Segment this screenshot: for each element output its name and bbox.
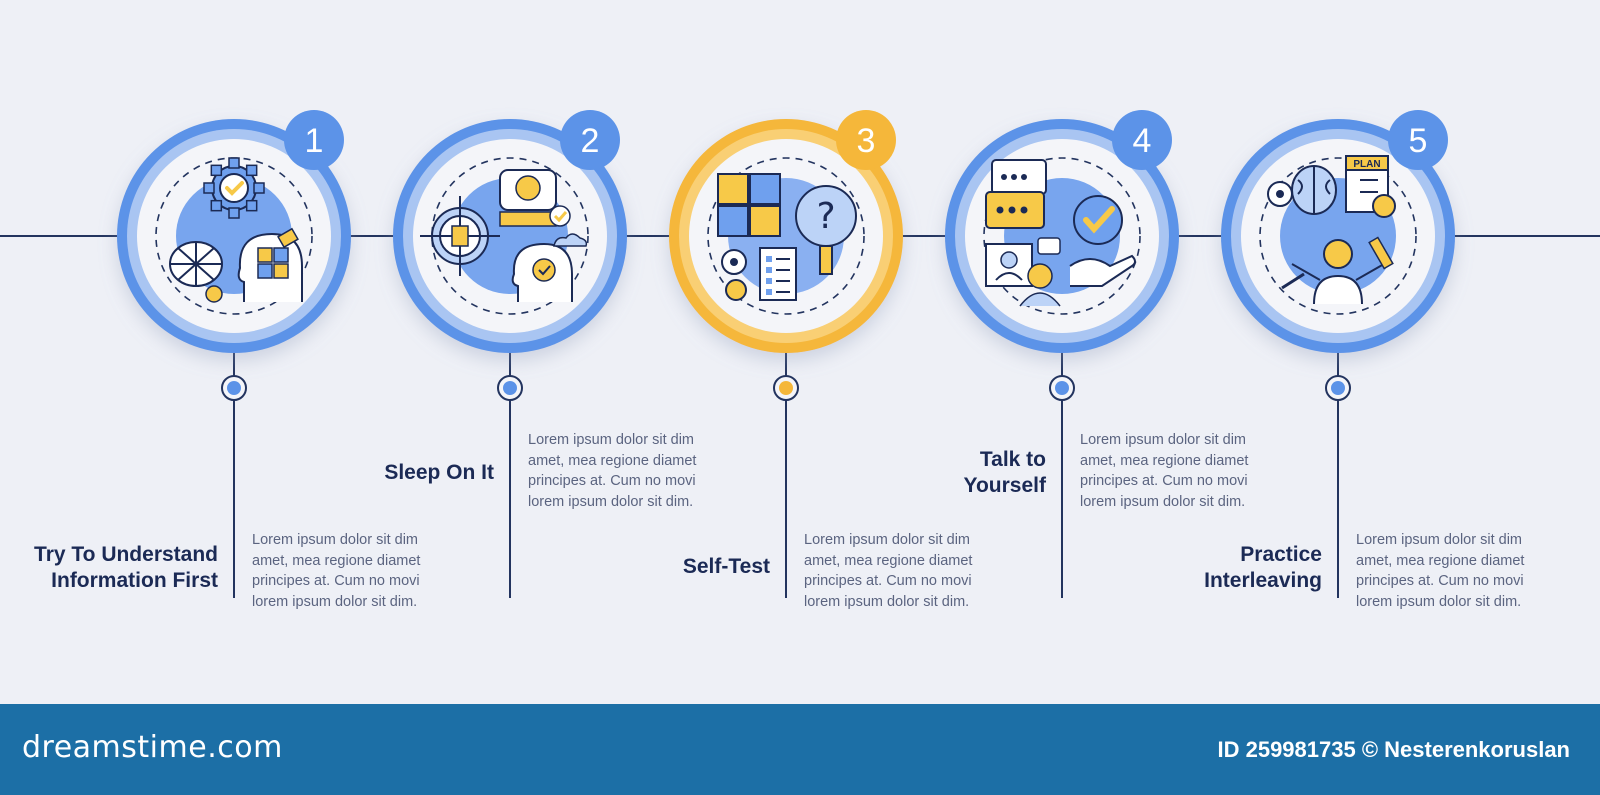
- step-number-badge: [1112, 110, 1172, 170]
- svg-text:PLAN: PLAN: [1353, 159, 1380, 170]
- step-number: 4: [1133, 122, 1152, 160]
- step-number-badge: [1388, 110, 1448, 170]
- puzzle-question-checklist-icon: ?: [717, 173, 857, 301]
- step-dashed-orbit: [707, 157, 865, 315]
- step-title: Talk to Yourself: [963, 448, 1046, 497]
- step-title: Practice Interleaving: [1204, 543, 1322, 592]
- step-number-badge: [836, 110, 896, 170]
- step-number-badge: [560, 110, 620, 170]
- footer-credit: ID 259981735 © Nesterenkoruslan: [1217, 737, 1570, 762]
- step-description: Lorem ipsum dolor sit dim amet, mea regi…: [252, 532, 421, 610]
- step-description: Lorem ipsum dolor sit dim amet, mea regi…: [804, 532, 973, 610]
- step-description: Lorem ipsum dolor sit dim amet, mea regi…: [528, 432, 697, 510]
- step-dashed-orbit: [983, 157, 1141, 315]
- step-number: 1: [305, 122, 324, 160]
- chat-bubbles-hand-check-icon: [985, 159, 1136, 307]
- step-title: Sleep On It: [384, 461, 494, 484]
- step-title: Self-Test: [682, 555, 770, 578]
- step-2: 2: [393, 110, 627, 598]
- brain-gear-puzzle-head-icon: [169, 157, 303, 303]
- step-dashed-orbit: [1259, 157, 1417, 315]
- step-description: Lorem ipsum dolor sit dim amet, mea regi…: [1356, 532, 1525, 610]
- footer-bar: dreamstime.com ID 259981735 © Nesterenko…: [0, 704, 1600, 795]
- step-number-badge: [284, 110, 344, 170]
- brain-plan-multitask-person-icon: PLAN: [1267, 155, 1396, 305]
- step-5: PLAN 5: [1221, 110, 1455, 598]
- step-3: ?3: [669, 110, 903, 598]
- step-title: Try To Understand Information First: [34, 543, 218, 592]
- step-description: Lorem ipsum dolor sit dim amet, mea regi…: [1080, 432, 1249, 510]
- step-number: 2: [581, 122, 600, 160]
- sleeping-person-target-icon: [420, 169, 588, 302]
- svg-text:?: ?: [816, 196, 835, 237]
- step-number: 5: [1409, 122, 1428, 160]
- step-1: 1: [117, 110, 351, 598]
- step-number: 3: [857, 122, 876, 160]
- step-4: 4: [945, 110, 1179, 598]
- footer-brand: dreamstime.com: [22, 730, 283, 765]
- step-dashed-orbit: [431, 157, 589, 315]
